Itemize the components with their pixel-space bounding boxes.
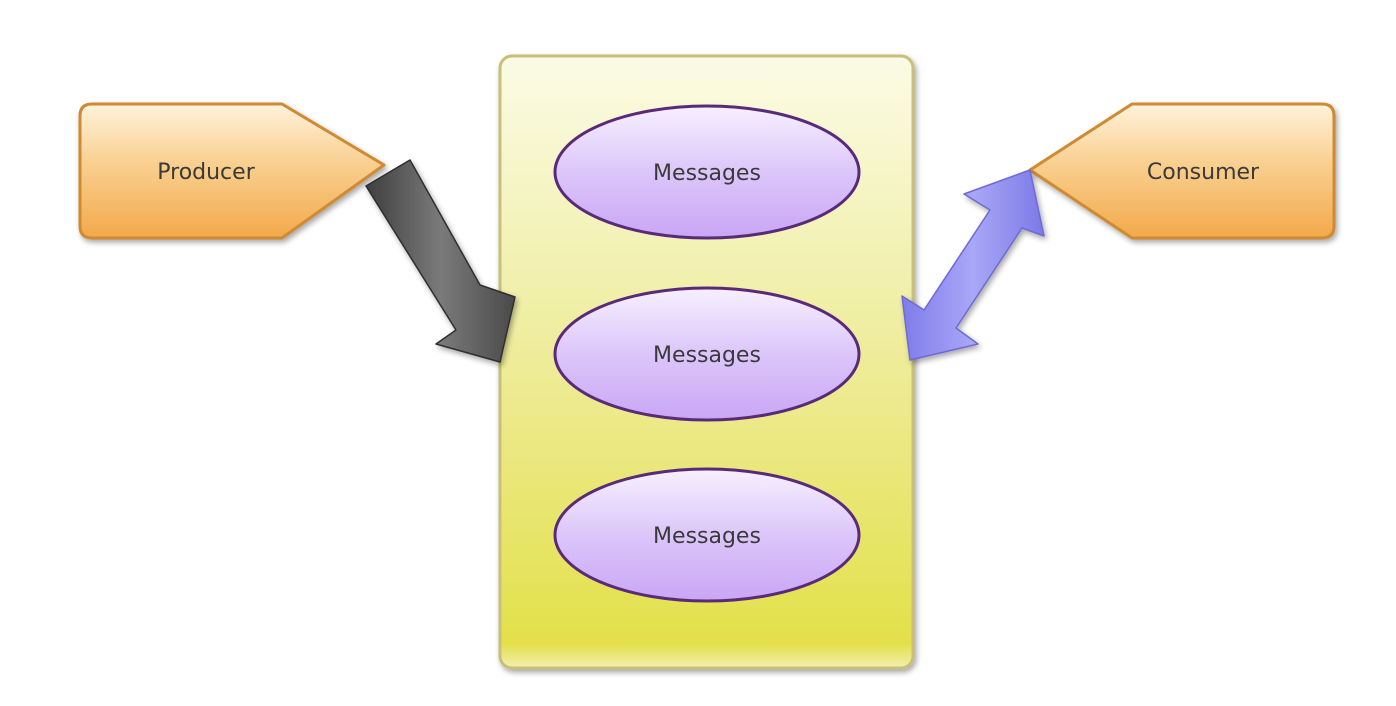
message-label-1: Messages <box>653 161 761 186</box>
message-label-3: Messages <box>653 524 761 549</box>
consumer-node <box>1028 102 1336 240</box>
message-label-2: Messages <box>653 343 761 368</box>
producer-node <box>78 102 386 240</box>
message-ellipse-2: Messages <box>553 286 861 422</box>
message-ellipse-1: Messages <box>553 104 861 240</box>
consumer-arrow <box>901 169 1045 361</box>
producer-label: Producer <box>157 160 255 185</box>
producer-arrow <box>365 159 516 363</box>
message-ellipse-3: Messages <box>553 467 861 603</box>
consumer-label: Consumer <box>1147 160 1260 185</box>
